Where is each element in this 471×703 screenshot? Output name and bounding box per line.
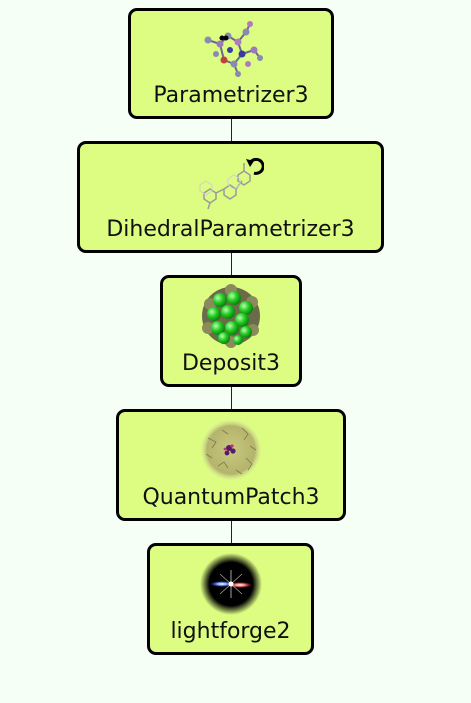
node-label: Parametrizer3 — [153, 83, 309, 108]
molecule-ball-stick-icon — [198, 17, 264, 81]
molecular-morphology-patch-icon — [198, 418, 264, 482]
molecule-rotation-icon — [198, 150, 264, 214]
light-flare-icon — [198, 552, 264, 616]
node-parametrizer3[interactable]: Parametrizer3 — [128, 8, 334, 119]
green-molecular-cluster-icon — [198, 284, 264, 348]
connector-line — [231, 118, 232, 142]
connector-line — [231, 386, 232, 410]
node-label: lightforge2 — [170, 619, 291, 644]
node-label: QuantumPatch3 — [142, 485, 320, 510]
node-quantumpatch3[interactable]: QuantumPatch3 — [116, 409, 346, 521]
node-deposit3[interactable]: Deposit3 — [160, 275, 302, 387]
node-label: Deposit3 — [181, 351, 281, 376]
node-label: DihedralParametrizer3 — [106, 217, 355, 242]
connector-line — [231, 252, 232, 276]
connector-line — [231, 520, 232, 544]
node-dihedral-parametrizer3[interactable]: DihedralParametrizer3 — [77, 141, 384, 253]
node-lightforge2[interactable]: lightforge2 — [147, 543, 314, 655]
